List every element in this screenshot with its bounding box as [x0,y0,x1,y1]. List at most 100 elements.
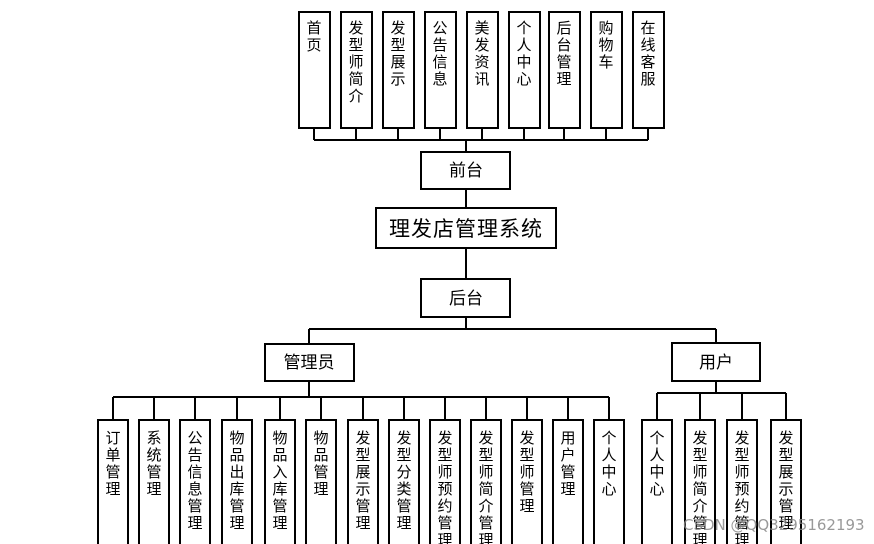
label-char: 简 [478,480,493,498]
node-label: 个人中心 [649,429,664,498]
label-char: 心 [649,480,664,498]
label-char: 页 [306,36,321,54]
label-char: 发 [348,19,363,37]
label-char: 中 [649,463,664,481]
label-char: 师 [348,53,363,71]
label-char: 人 [601,446,616,464]
user-label: 用户 [699,353,733,373]
label-char: 管 [229,497,244,515]
label-char: 心 [516,70,531,88]
user-node: 发型师预约管理 [726,419,758,544]
label-char: 理 [560,480,575,498]
frontend-label: 前台 [449,161,483,181]
label-char: 简 [348,70,363,88]
label-char: 型 [778,446,793,464]
node-label: 发型师预约管理 [437,429,452,544]
admin-node: 个人中心 [593,419,625,544]
label-char: 理 [105,480,120,498]
label-char: 单 [105,446,120,464]
label-char: 线 [640,36,655,54]
backend-box: 后台 [420,278,511,318]
label-char: 人 [516,36,531,54]
frontend-connectors [313,128,649,152]
label-char: 发 [396,429,411,447]
node-label: 发型分类管理 [396,429,411,532]
label-char: 型 [478,446,493,464]
node-label: 系统管理 [146,429,161,498]
label-char: 系 [146,429,161,447]
label-char: 品 [313,446,328,464]
label-char: 客 [640,53,655,71]
label-char: 管 [105,463,120,481]
label-char: 师 [734,463,749,481]
label-char: 管 [734,514,749,532]
admin-node: 物品入库管理 [264,419,296,544]
label-char: 理 [272,514,287,532]
node-label: 购物车 [598,19,613,71]
node-label: 公告信息管理 [187,429,202,532]
label-char: 理 [396,514,411,532]
label-char: 发 [437,429,452,447]
spine-connectors [308,189,717,344]
label-char: 资 [474,53,489,71]
label-char: 发 [390,19,405,37]
label-char: 发 [519,429,534,447]
label-char: 人 [649,446,664,464]
label-char: 后 [556,19,571,37]
label-char: 型 [519,446,534,464]
user-box: 用户 [671,342,761,382]
node-label: 发型师简介管理 [692,429,707,544]
label-char: 车 [598,53,613,71]
label-char: 管 [396,497,411,515]
label-char: 理 [229,514,244,532]
admin-node: 发型师管理 [511,419,543,544]
label-char: 管 [355,497,370,515]
label-char: 发 [474,36,489,54]
label-char: 介 [692,497,707,515]
frontend-node: 购物车 [590,11,623,129]
node-label: 个人中心 [601,429,616,498]
label-char: 理 [778,514,793,532]
user-modules: 个人中心 发型师简介管理 发型师预约管理 发型展示管理 [641,419,802,544]
admin-node: 发型师简介管理 [470,419,502,544]
node-label: 个人中心 [516,19,531,88]
admin-node: 公告信息管理 [179,419,211,544]
label-char: 订 [105,429,120,447]
user-node: 发型师简介管理 [684,419,716,544]
label-char: 理 [734,531,749,544]
label-char: 息 [432,70,447,88]
label-char: 用 [560,429,575,447]
label-char: 理 [437,531,452,544]
root-box: 理发店管理系统 [375,207,557,249]
label-char: 品 [272,446,287,464]
label-char: 品 [229,446,244,464]
label-char: 展 [390,53,405,71]
admin-node: 物品出库管理 [221,419,253,544]
label-char: 告 [432,36,447,54]
user-node: 个人中心 [641,419,673,544]
node-label: 用户管理 [560,429,575,498]
label-char: 型 [348,36,363,54]
label-char: 管 [437,514,452,532]
label-char: 型 [437,446,452,464]
label-char: 美 [474,19,489,37]
node-label: 首页 [306,19,321,54]
frontend-node: 发型展示 [382,11,415,129]
node-label: 发型展示管理 [778,429,793,532]
frontend-node: 个人中心 [508,11,541,129]
admin-node: 系统管理 [138,419,170,544]
label-char: 师 [692,463,707,481]
label-char: 简 [692,480,707,498]
label-char: 示 [390,70,405,88]
label-char: 型 [396,446,411,464]
label-char: 在 [640,19,655,37]
admin-box: 管理员 [264,343,355,382]
label-char: 发 [478,429,493,447]
label-char: 个 [649,429,664,447]
label-char: 告 [187,446,202,464]
label-char: 发 [778,429,793,447]
label-char: 管 [146,463,161,481]
label-char: 管 [560,463,575,481]
frontend-node: 发型师简介 [340,11,373,129]
node-label: 后台管理 [556,19,571,88]
